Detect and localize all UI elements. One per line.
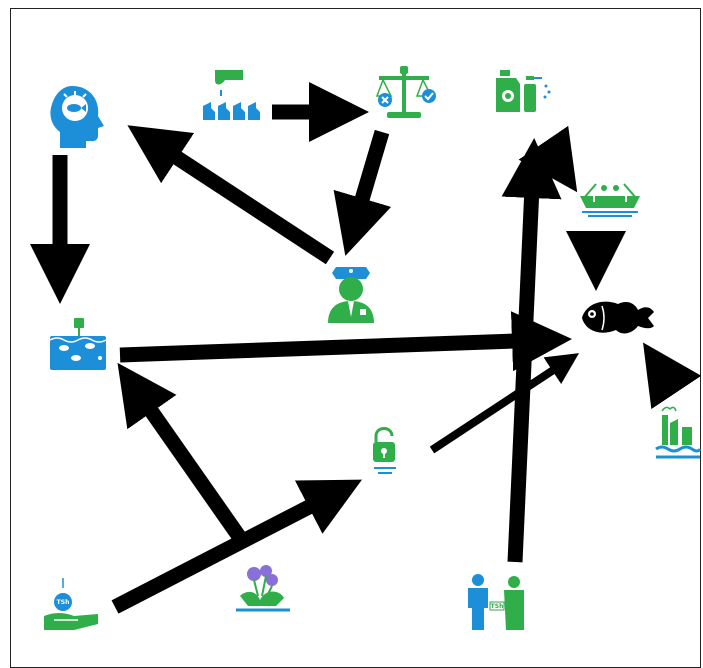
pond-fish-icon bbox=[49, 318, 107, 370]
chemical-containers-icon bbox=[496, 70, 551, 112]
arrow-scale-to-police bbox=[333, 129, 392, 256]
note-label: TSh bbox=[491, 603, 504, 610]
police-officer-icon bbox=[328, 267, 374, 323]
arrow-pond-to-fish bbox=[119, 311, 572, 372]
arrow-weed-to-pond bbox=[117, 362, 252, 550]
open-lock-icon bbox=[373, 427, 396, 474]
diagram-canvas: TSh TSh bbox=[30, 66, 702, 630]
coin-label: TSh bbox=[57, 599, 70, 606]
scale-balance-icon bbox=[375, 66, 436, 118]
money-hand-icon: TSh bbox=[44, 578, 98, 630]
factory-water-icon bbox=[655, 406, 702, 459]
arrow-lock-to-fish bbox=[429, 353, 580, 454]
fish-icon bbox=[582, 301, 654, 334]
arrow-payment-to-lock bbox=[111, 479, 362, 614]
hand-distribution-icon bbox=[203, 70, 260, 120]
fishing-boat-icon bbox=[580, 183, 640, 217]
arrow-factory-to-fish bbox=[643, 342, 702, 410]
arrows bbox=[30, 82, 702, 614]
arrow-police-to-head bbox=[127, 125, 335, 265]
arrow-chemicals-to-boat bbox=[518, 125, 578, 193]
arrow-transaction-to-chemicals bbox=[501, 138, 562, 563]
water-plant-icon bbox=[236, 565, 290, 612]
people-transaction-icon: TSh bbox=[468, 574, 524, 630]
head-fish-icon bbox=[50, 86, 104, 148]
